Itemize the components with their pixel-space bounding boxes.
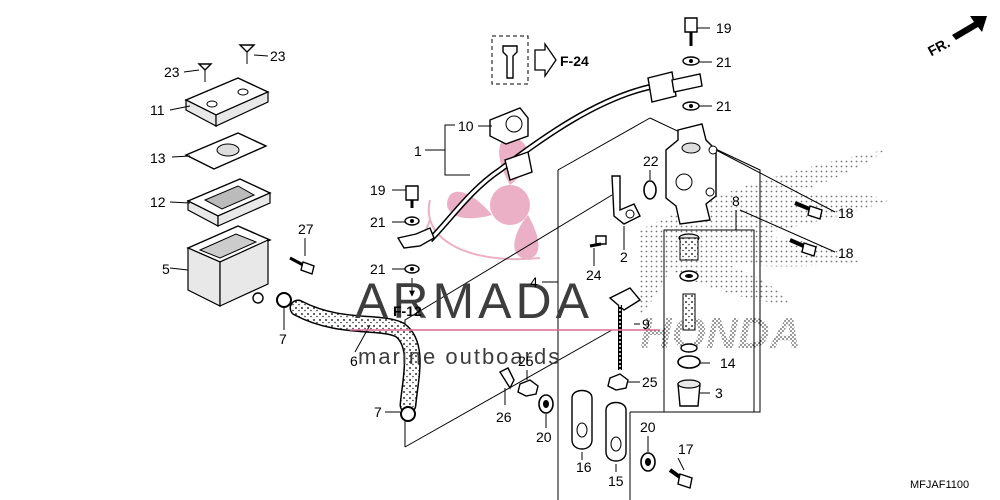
watermark-title: ARMADA: [355, 273, 593, 329]
callout-8: 8: [732, 193, 740, 209]
callout-15: 15: [608, 473, 624, 489]
callout-25a: 25: [518, 353, 534, 369]
seal-ring: [643, 180, 657, 200]
callout-23b: 23: [270, 48, 286, 64]
bolt-17: [668, 468, 693, 489]
callout-24: 24: [586, 267, 602, 283]
callout-22: 22: [643, 153, 659, 169]
arrow-right-icon: [534, 41, 557, 79]
piston-kit: [678, 233, 700, 353]
callout-20a: 20: [536, 429, 552, 445]
callout-labels: 1 2 3 4 5 6 7 7 8 9 10 11 12 13 14 15 16…: [150, 20, 854, 489]
callout-5: 5: [162, 261, 170, 277]
callout-27: 27: [298, 221, 314, 237]
reservoir-assembly: [184, 44, 272, 307]
callout-2: 2: [620, 249, 628, 265]
screw-icon: [197, 44, 256, 82]
callout-11: 11: [150, 102, 165, 118]
brand-wing-logo: [640, 150, 890, 315]
callout-1: 1: [414, 143, 422, 159]
push-rod: [608, 287, 642, 370]
brand-wordmark: HONDA: [640, 309, 801, 358]
callout-12: 12: [150, 194, 166, 210]
callout-4: 4: [530, 274, 538, 290]
callout-25b: 25: [642, 374, 658, 390]
drawing-code: MFJAF1100: [910, 479, 969, 491]
hose-clip-upper: [276, 292, 292, 308]
bolt-icon: [502, 45, 518, 79]
callout-16: 16: [576, 459, 592, 475]
master-cylinder: [665, 123, 718, 225]
callout-7b: 7: [374, 404, 382, 420]
cotter-pin: [498, 367, 515, 390]
callout-6: 6: [350, 353, 358, 369]
callout-13: 13: [150, 150, 166, 166]
reference-f12: F-12: [393, 303, 422, 319]
callout-3: 3: [715, 385, 723, 401]
clevis-joints: [571, 389, 627, 462]
front-label: FR.: [925, 34, 952, 59]
leader-lines: [169, 27, 737, 472]
callout-19a: 19: [716, 20, 732, 36]
callout-19b: 19: [370, 182, 386, 198]
frame-lines: [404, 117, 761, 500]
callout-17: 17: [678, 441, 694, 457]
screw-24: [589, 235, 607, 248]
callout-18b: 18: [838, 245, 854, 261]
brake-hose-assembly: [427, 71, 677, 243]
washer-14: [677, 355, 701, 369]
watermark-subtitle: marine outboards: [358, 344, 561, 369]
bolt-27: [289, 256, 315, 275]
callout-21a: 21: [716, 54, 732, 70]
callout-26: 26: [496, 409, 512, 425]
hose-clip-lower: [400, 406, 416, 422]
nut-25-left: [517, 379, 539, 397]
callout-20b: 20: [640, 419, 656, 435]
callout-21d: 21: [370, 261, 386, 277]
banjo-right: [671, 17, 703, 111]
front-direction-arrow-icon: [952, 16, 987, 40]
callout-9: 9: [642, 316, 650, 332]
reference-f24: F-24: [560, 53, 589, 69]
callout-10: 10: [458, 118, 474, 134]
callout-7a: 7: [279, 331, 287, 347]
callout-21c: 21: [370, 214, 386, 230]
hose-joint: [611, 175, 641, 225]
banjo-left: [396, 185, 435, 297]
callout-14: 14: [720, 355, 736, 371]
callout-21b: 21: [716, 98, 732, 114]
mounting-bolts: [715, 149, 836, 257]
callout-18a: 18: [838, 205, 854, 221]
nut-25-right: [607, 373, 629, 391]
callout-23a: 23: [164, 64, 180, 80]
ref-f24-group: [491, 35, 557, 85]
